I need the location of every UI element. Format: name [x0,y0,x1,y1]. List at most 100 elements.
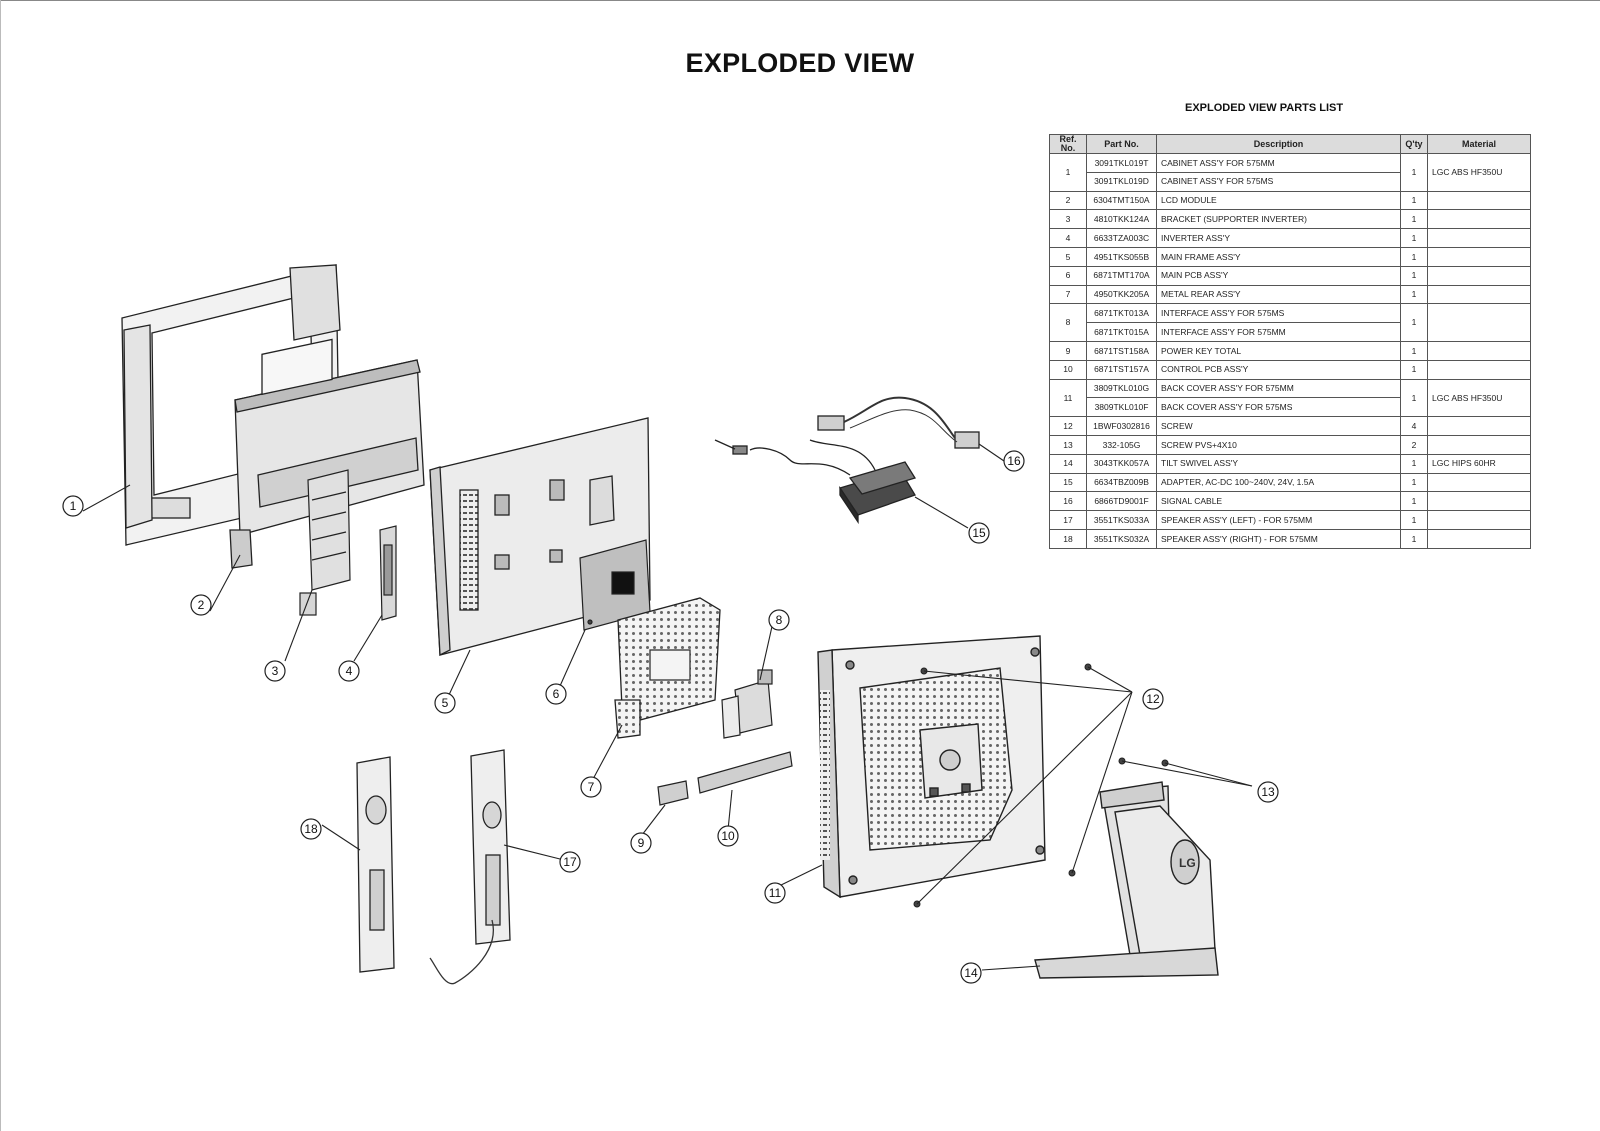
callout-circle [580,776,602,798]
page-border-top [0,0,1600,1]
callout-number: 16 [1007,454,1021,468]
cell-description: CABINET ASS'Y FOR 575MS [1156,171,1401,192]
callout-number: 14 [964,966,978,980]
page-border-left [0,0,1,1131]
main-pcb-part [579,539,651,631]
cell-ref: 4 [1049,228,1087,248]
inverter-part [379,525,397,621]
cell-ref: 2 [1049,190,1087,211]
parts-list-title: EXPLODED VIEW PARTS LIST [1185,102,1344,114]
interface-part [721,669,773,739]
callout-circle [338,660,360,682]
callout-16: 16 [1003,450,1025,472]
callout-circle [264,660,286,682]
callout-9: 9 [630,832,652,854]
callout-circle [190,594,212,616]
callout-circle [764,882,786,904]
signal-cable-part [817,396,980,449]
callout-number: 7 [588,780,595,794]
table-header-row: Ref. No. Part No. Description Q'ty Mater… [1049,134,1531,154]
header-ref: Ref. No. [1049,134,1087,154]
callout-circle [968,522,990,544]
callout-number: 4 [346,664,353,678]
back-cover-part [817,635,1046,899]
cell-description: BRACKET (SUPPORTER INVERTER) [1156,209,1401,230]
callout-7: 7 [580,776,602,798]
callout-circle [300,818,322,840]
power-key-part [657,780,689,806]
speaker-left-part [429,749,511,985]
header-description: Description [1156,134,1401,154]
metal-rear-part [614,597,721,739]
callout-number: 17 [563,855,577,869]
callout-number: 2 [198,598,205,612]
callout-circle [1142,688,1164,710]
lg-logo: LG [1179,856,1196,870]
header-material: Material [1427,134,1531,154]
callout-circle [434,692,456,714]
header-part-no: Part No. [1086,134,1157,154]
callout-number: 6 [553,687,560,701]
speaker-right-part [356,756,395,973]
callout-number: 9 [638,836,645,850]
callout-15: 15 [968,522,990,544]
callout-circle [1257,781,1279,803]
cell-ref: 11 [1049,378,1087,418]
cell-material [1427,228,1531,248]
cell-material [1427,209,1531,230]
callout-18: 18 [300,818,322,840]
cell-qty: 1 [1400,190,1428,211]
callout-14: 14 [960,962,982,984]
callout-circle [1003,450,1025,472]
callout-circle [559,851,581,873]
callout-number: 5 [442,696,449,710]
callout-number: 8 [776,613,783,627]
callout-leader-lines [82,443,1253,971]
cell-material [1427,190,1531,211]
callout-circle [630,832,652,854]
callout-6: 6 [545,683,567,705]
cell-material [1427,528,1531,549]
callout-circle [545,683,567,705]
callout-circle [960,962,982,984]
tilt-swivel-part: LG [1034,781,1219,979]
callout-number: 3 [272,664,279,678]
callout-12: 12 [1142,688,1164,710]
callout-11: 11 [764,882,786,904]
callout-1: 1 [62,495,84,517]
callout-number: 15 [972,526,986,540]
callout-13: 13 [1257,781,1279,803]
cell-qty: 1 [1400,153,1428,192]
ac-adapter-part [714,439,917,525]
cell-part-no: 3091TKL019T [1086,153,1157,173]
callout-10: 10 [717,825,739,847]
callout-circle [62,495,84,517]
control-pcb-part [697,751,793,794]
callout-4: 4 [338,660,360,682]
callout-5: 5 [434,692,456,714]
callout-number: 1 [70,499,77,513]
callout-circle [717,825,739,847]
cell-qty: 1 [1400,378,1428,418]
page-title: EXPLODED VIEW [685,48,915,78]
callout-number: 10 [721,829,735,843]
parts-list-table: Ref. No. Part No. Description Q'ty Mater… [1049,134,1531,549]
callout-2: 2 [190,594,212,616]
callout-17: 17 [559,851,581,873]
cell-description: SPEAKER ASS'Y (RIGHT) - FOR 575MM [1156,528,1401,549]
callout-number: 18 [304,822,318,836]
cell-material: LGC ABS HF350U [1427,153,1531,192]
